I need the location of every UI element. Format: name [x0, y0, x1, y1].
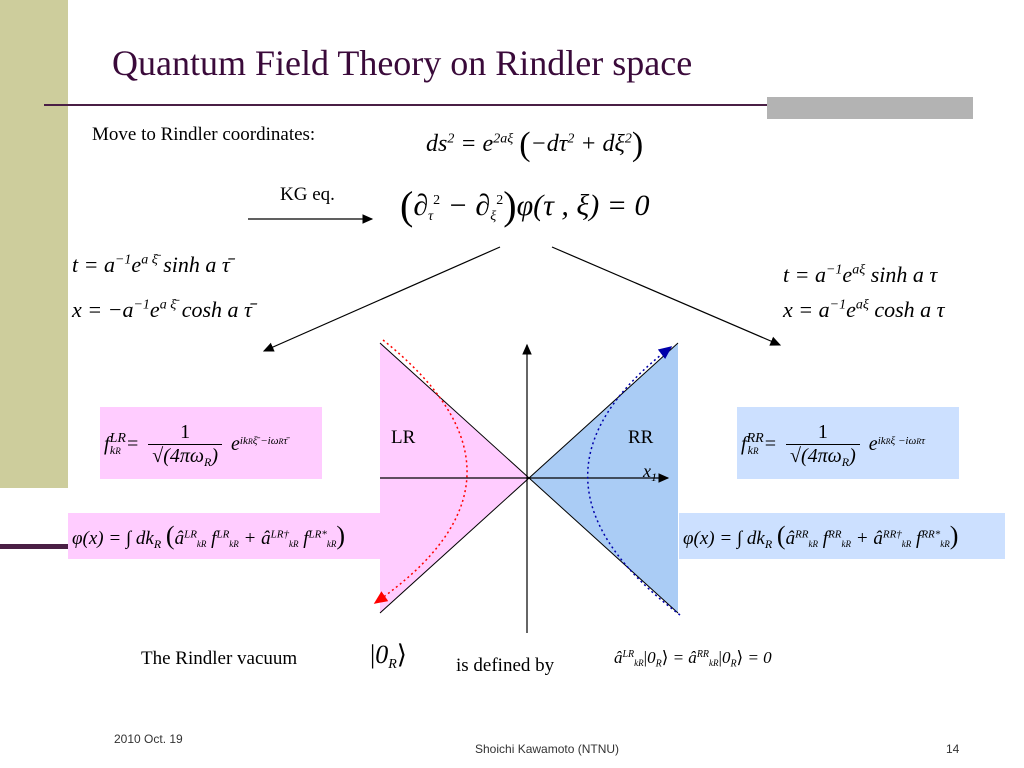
- kg-equation: (∂τ2 − ∂ξ2)φ(τ , ξ) = 0: [400, 183, 650, 228]
- vacuum-condition-equation: âLRkR|0R⟩ = âRRkR|0R⟩ = 0: [614, 648, 772, 670]
- defined-by-text: is defined by: [456, 655, 555, 676]
- rr-label: RR: [628, 427, 654, 448]
- left-decor-rule: [0, 544, 68, 549]
- footer-date: 2010 Oct. 19: [114, 732, 183, 746]
- rr-field-expansion-box: φ(x) = ∫ dkR (âRRkR fRRkR + âRR†kR fRR*k…: [679, 513, 1005, 559]
- lr-t-transformation: t = a−1ea ξ̄ sinh a τ̄: [72, 252, 230, 277]
- footer-author: Shoichi Kawamoto (NTNU): [475, 742, 620, 756]
- lr-mode-function-box: fLRkR = 1√(4πωR) eikRξ̄ −iωRτ̄: [100, 407, 322, 479]
- rr-t-transformation: t = a−1eaξ sinh a τ: [783, 262, 938, 287]
- rr-x-transformation: x = a−1eaξ cosh a τ: [783, 297, 945, 322]
- rr-hyperbola-curve: [587, 346, 681, 616]
- arrow-to-rr: [551, 246, 782, 346]
- title-underline: [44, 104, 973, 106]
- left-decor-bar: [0, 0, 68, 488]
- metric-equation: ds2 = e2aξ (−dτ2 + dξ2): [426, 126, 644, 163]
- move-to-rindler-text: Move to Rindler coordinates:: [92, 124, 316, 145]
- rindler-vacuum-text: The Rindler vacuum: [141, 648, 298, 669]
- x1-axis-label: x1: [643, 461, 657, 485]
- title-decor-bar: [767, 97, 973, 119]
- lr-field-expansion-box: φ(x) = ∫ dkR (âLRkR fLRkR + âLR†kR fLR*k…: [68, 513, 381, 559]
- footer-page-number: 14: [946, 742, 960, 756]
- rindler-vacuum-ket: |0R⟩: [370, 640, 407, 672]
- arrow-to-lr: [262, 246, 501, 352]
- rr-mode-function-box: fRRkR = 1√(4πωR) eikRξ −iωRτ: [737, 407, 959, 479]
- slide-title: Quantum Field Theory on Rindler space: [112, 43, 693, 83]
- lr-x-transformation: x = −a−1ea ξ̄ cosh a τ̄: [72, 297, 252, 322]
- lr-label: LR: [391, 427, 416, 448]
- kg-eq-label: KG eq.: [280, 184, 335, 205]
